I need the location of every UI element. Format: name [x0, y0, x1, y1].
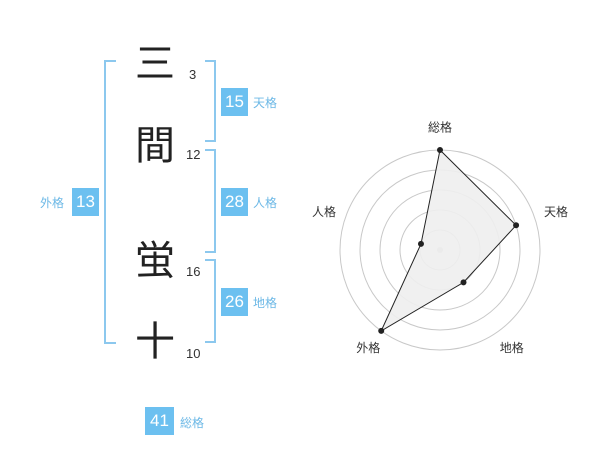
radar-point-5 [417, 240, 424, 247]
jinkaku-label: 人格 [253, 196, 278, 210]
radar-points [378, 147, 520, 334]
soukaku-badge: 41 [145, 407, 174, 435]
radar-axis-label-3: 地格 [500, 340, 524, 355]
radar-area [380, 148, 517, 333]
radar-axis-label-2: 天格 [544, 204, 568, 219]
stroke-count-4: 10 [186, 346, 201, 361]
stroke-count-2: 12 [186, 147, 201, 162]
gaikaku-bracket [104, 60, 116, 344]
tenkaku-badge: 15 [221, 88, 248, 116]
stroke-count-1: 3 [189, 67, 197, 82]
gaikaku-badge: 13 [72, 188, 99, 216]
chikaku-badge: 26 [221, 288, 248, 316]
name-char-2: 間 [135, 123, 175, 169]
tenkaku-label: 天格 [253, 96, 278, 110]
jinkaku-badge: 28 [221, 188, 248, 216]
radar-axis-label-5: 人格 [312, 204, 336, 219]
name-char-4: 十 [135, 319, 175, 365]
tenkaku-bracket [205, 60, 216, 142]
radar-point-2 [513, 222, 520, 229]
radar-point-3 [460, 279, 467, 286]
chikaku-label: 地格 [253, 296, 278, 310]
radar-point-4 [378, 327, 385, 334]
name-char-1: 三 [135, 41, 175, 87]
radar-axis-label-4: 外格 [356, 340, 380, 355]
name-char-3: 蛍 [135, 238, 175, 284]
radar-axis-label-1: 総格 [428, 120, 452, 135]
stroke-count-3: 16 [186, 264, 201, 279]
jinkaku-bracket [205, 149, 216, 253]
chikaku-bracket [205, 259, 216, 343]
gaikaku-label: 外格 [40, 196, 65, 210]
soukaku-label: 総格 [180, 416, 205, 430]
radar-point-1 [437, 147, 443, 153]
